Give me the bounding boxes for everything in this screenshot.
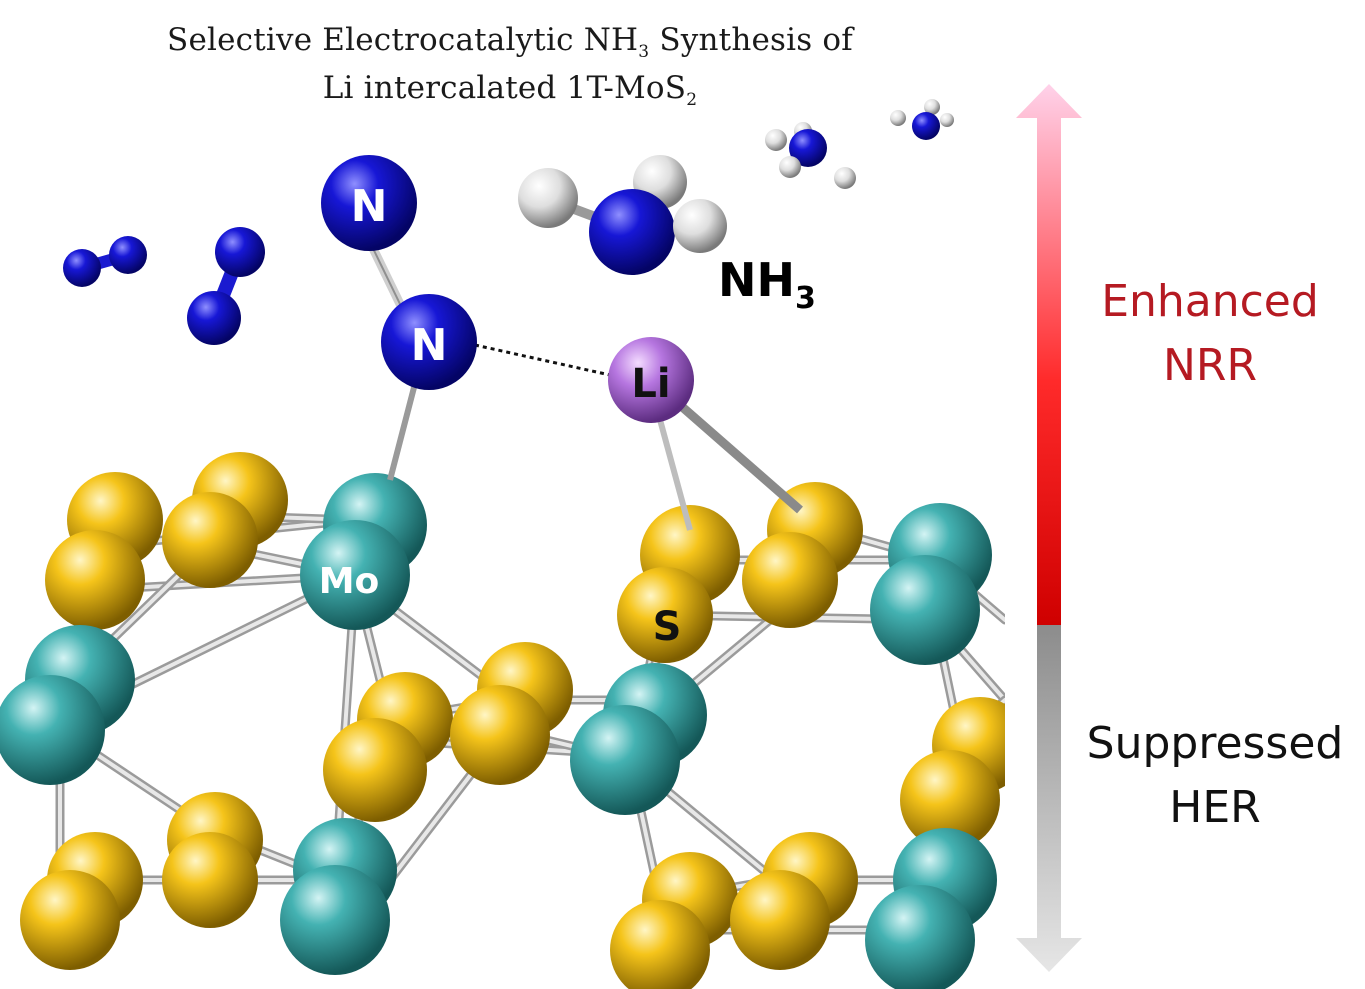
li-s-bond-2 (677, 401, 803, 514)
adsorbed-n2: N N (321, 155, 611, 481)
molybdenum-atom (300, 520, 410, 630)
molybdenum-atom (0, 675, 105, 785)
her-label-line: HER (1169, 782, 1261, 833)
free-n2-molecule-1 (63, 236, 147, 287)
li-s-bond (653, 404, 693, 531)
li-label: Li (631, 361, 670, 407)
nitrogen-atom-bottom (381, 294, 477, 390)
arrow-suppressed-segment (1016, 625, 1082, 972)
molybdenum-atom (870, 555, 980, 665)
molybdenum-atom (865, 885, 975, 989)
sulfur-atom (742, 532, 838, 628)
arrow-enhanced-segment (1016, 84, 1082, 625)
lithium-atom (608, 337, 694, 423)
lithium-site: Li (608, 337, 803, 531)
mos2-lattice (0, 452, 1005, 989)
enhanced-label-line: Enhanced (1101, 276, 1319, 327)
n-bottom-label: N (411, 320, 448, 371)
sulfur-atom (610, 900, 710, 989)
sulfur-atom (323, 718, 427, 822)
n-li-hbond (474, 343, 611, 377)
sulfur-atom (617, 567, 713, 663)
title-line-2: Li intercalated 1T-MoS2 (322, 70, 698, 111)
sulfur-atom (162, 492, 258, 588)
nrr-her-arrow (1016, 84, 1082, 972)
sulfur-atom (20, 870, 120, 970)
mo-label: Mo (319, 561, 380, 602)
n-top-label: N (351, 181, 388, 232)
sulfur-atom (45, 530, 145, 630)
nh3-molecule-medium (765, 122, 856, 189)
molybdenum-atom (280, 865, 390, 975)
sulfur-atom (900, 750, 1000, 850)
molybdenum-atom (570, 705, 680, 815)
enhanced-nrr-label: Enhanced NRR (1075, 270, 1345, 398)
s-label: S (653, 604, 682, 650)
sulfur-atom (450, 685, 550, 785)
suppressed-her-label: Suppressed HER (1070, 712, 1360, 840)
nitrogen-atom-top (321, 155, 417, 251)
nh3-molecule-small (890, 99, 954, 140)
free-n2-molecule-2 (187, 227, 265, 345)
nrr-label-line: NRR (1162, 340, 1258, 391)
sulfur-atom (730, 870, 830, 970)
title-line-1: Selective Electrocatalytic NH3 Synthesis… (167, 22, 853, 63)
sulfur-atom (162, 832, 258, 928)
nh3-molecule-large (518, 155, 727, 275)
nh3-label: NH3 (718, 253, 816, 316)
suppressed-label-line: Suppressed (1086, 718, 1344, 769)
